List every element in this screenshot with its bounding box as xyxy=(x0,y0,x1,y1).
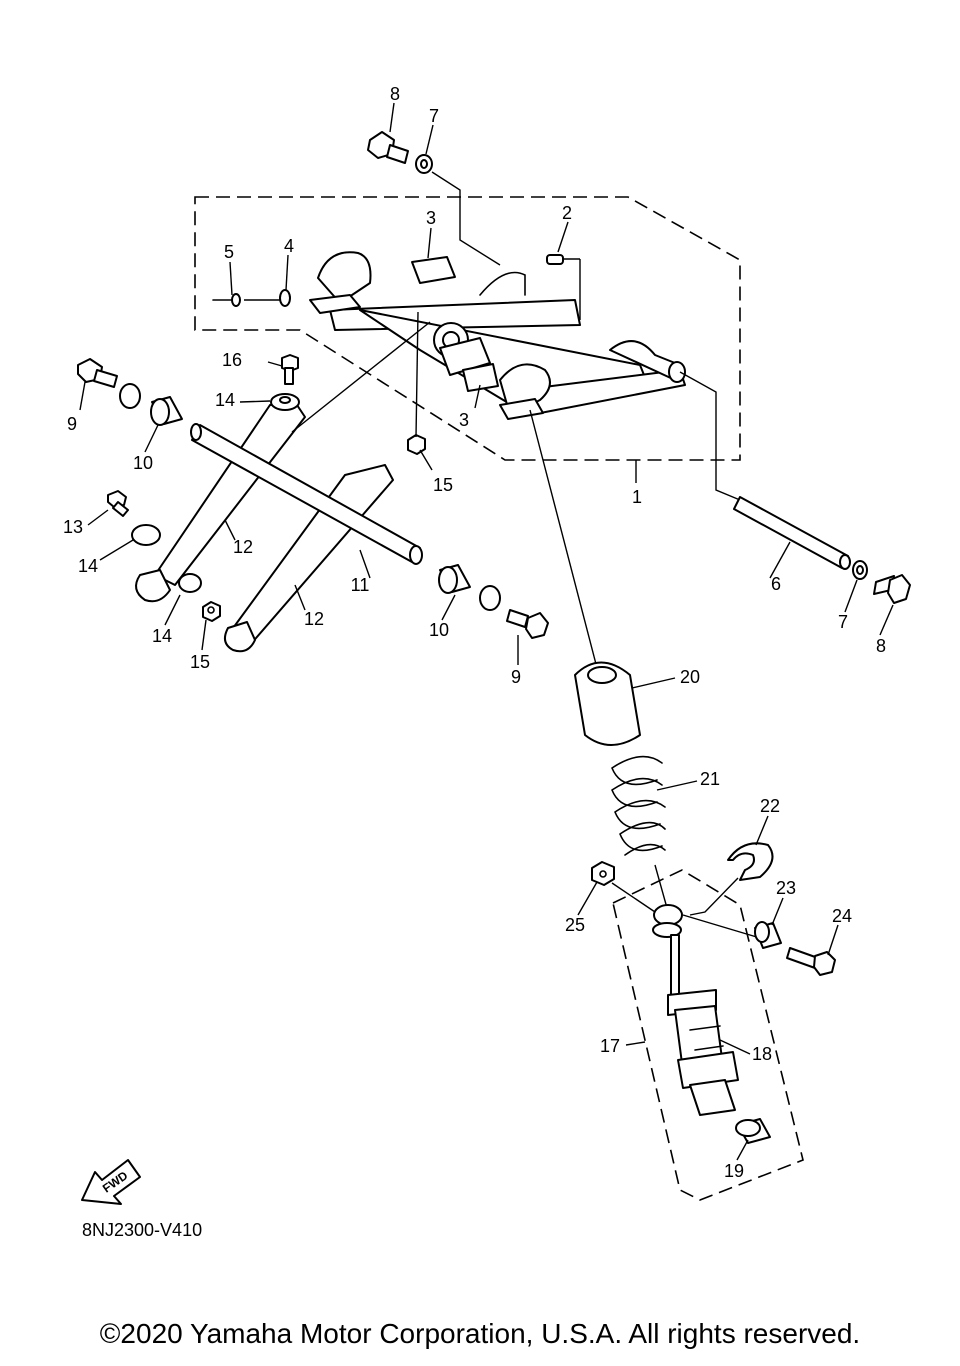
collar-23 xyxy=(754,921,782,949)
callout-17: 17 xyxy=(600,1036,620,1056)
nut-25 xyxy=(591,861,615,886)
rear-arm-assembly-outline xyxy=(194,196,741,461)
washer-7-right xyxy=(852,560,868,580)
pad-upper xyxy=(411,256,456,284)
callout-11: 11 xyxy=(351,575,370,595)
leader-lines xyxy=(79,102,894,1161)
drawing-code: 8NJ2300-V410 xyxy=(82,1220,202,1240)
callout-2: 2 xyxy=(562,203,572,223)
pin-5 xyxy=(212,293,241,307)
callout-21: 21 xyxy=(700,769,720,789)
bushing-10-right xyxy=(438,564,471,594)
bolt-8-right xyxy=(873,574,911,604)
callout-22: 22 xyxy=(760,796,780,816)
callout-6: 6 xyxy=(771,574,781,594)
washer-7-top xyxy=(415,154,433,174)
callout-25: 25 xyxy=(565,915,585,935)
callout-13: 13 xyxy=(63,517,83,537)
callout-9: 9 xyxy=(511,667,521,687)
callout-23: 23 xyxy=(776,878,796,898)
callout-18: 18 xyxy=(752,1044,772,1064)
callout-8: 8 xyxy=(876,636,886,656)
callout-1: 1 xyxy=(632,487,642,507)
callout-3: 3 xyxy=(459,410,469,430)
callout-15: 15 xyxy=(433,475,453,495)
bolt-9-right xyxy=(506,609,549,639)
washer-14-lower xyxy=(178,573,202,593)
spring-seat-22 xyxy=(727,842,774,881)
callout-14: 14 xyxy=(215,390,235,410)
bushing-10-left xyxy=(150,396,183,426)
callout-12: 12 xyxy=(233,537,253,557)
collar-tube-11 xyxy=(190,423,423,565)
callout-15: 15 xyxy=(190,652,210,672)
callout-16: 16 xyxy=(222,350,242,370)
fwd-arrow-icon: FWD xyxy=(81,1159,141,1205)
callout-numbers: 1 2 3 3 4 5 6 7 7 8 8 9 9 10 10 11 12 12… xyxy=(63,84,886,1181)
callout-4: 4 xyxy=(284,236,294,256)
callout-12: 12 xyxy=(304,609,324,629)
callout-7: 7 xyxy=(429,106,439,126)
washer-4 xyxy=(279,289,291,307)
bump-stopper-20 xyxy=(574,661,641,746)
callout-8: 8 xyxy=(390,84,400,104)
seal-right xyxy=(479,585,501,611)
rear-arm xyxy=(309,251,686,420)
callout-14: 14 xyxy=(152,626,172,646)
grease-nipple xyxy=(546,254,581,320)
callout-24: 24 xyxy=(832,906,852,926)
callout-10: 10 xyxy=(133,453,153,473)
washer-14-top xyxy=(270,393,300,411)
bolt-8-top xyxy=(367,131,409,164)
bolt-24 xyxy=(786,947,836,976)
pivot-shaft-6 xyxy=(733,496,851,570)
nut-15-upper xyxy=(407,434,426,455)
seal-left xyxy=(119,383,141,409)
callout-5: 5 xyxy=(224,242,234,262)
bushing-19 xyxy=(735,1118,771,1144)
shock-assembly-outline xyxy=(612,869,804,1201)
callout-14: 14 xyxy=(78,556,98,576)
pad-lower xyxy=(462,363,499,392)
callout-19: 19 xyxy=(724,1161,744,1181)
washer-14-left xyxy=(131,524,161,546)
callout-10: 10 xyxy=(429,620,449,640)
spring-21 xyxy=(611,755,666,856)
callout-3: 3 xyxy=(426,208,436,228)
shock-upper-mount xyxy=(652,904,683,938)
nut-15-lower xyxy=(202,601,221,622)
callout-9: 9 xyxy=(67,414,77,434)
callout-7: 7 xyxy=(838,612,848,632)
copyright-notice: ©2020 Yamaha Motor Corporation, U.S.A. A… xyxy=(99,1318,861,1349)
bolt-16 xyxy=(281,354,299,385)
bolt-13 xyxy=(107,490,129,517)
bolt-9-left xyxy=(77,358,118,388)
callout-20: 20 xyxy=(680,667,700,687)
shock-absorber-18 xyxy=(667,934,739,1116)
